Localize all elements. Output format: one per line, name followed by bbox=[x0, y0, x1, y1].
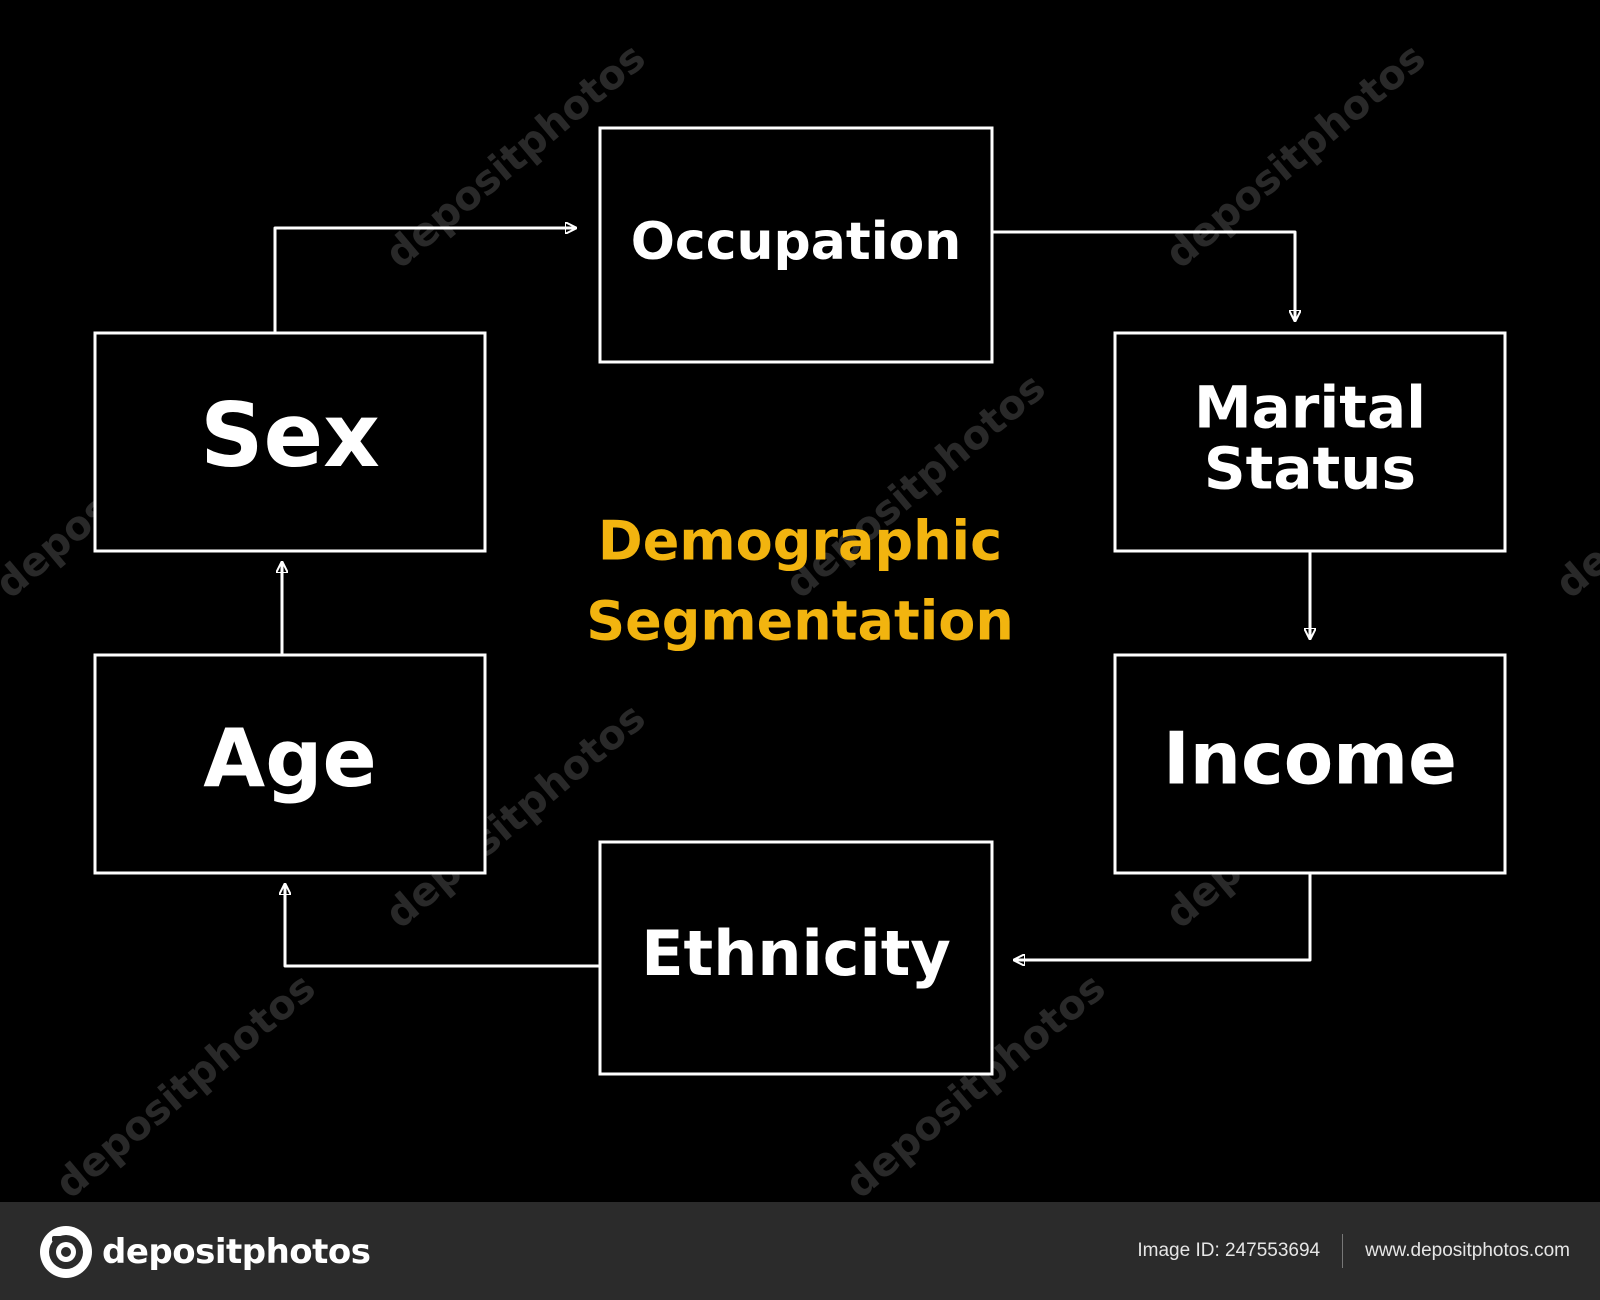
node-label-income: Income bbox=[1163, 717, 1457, 801]
node-box-sex bbox=[93, 331, 487, 553]
node-box-income bbox=[1113, 653, 1507, 875]
edge-sex-to-occupation bbox=[273, 228, 575, 333]
footer-logo[interactable]: depositphotos bbox=[38, 1222, 371, 1282]
watermark-text: depositphotos bbox=[1547, 364, 1600, 607]
node-label-age: Age bbox=[203, 712, 376, 805]
footer-bar: depositphotos Image ID: 247553694 www.de… bbox=[0, 1202, 1600, 1300]
node-sex: Sex bbox=[93, 331, 487, 553]
node-label-marital-status: Marital bbox=[1194, 374, 1426, 442]
footer-logo-text: depositphotos bbox=[102, 1232, 371, 1272]
node-income: Income bbox=[1113, 653, 1507, 875]
footer-divider bbox=[1342, 1234, 1344, 1268]
footer-meta: Image ID: 247553694 www.depositphotos.co… bbox=[1137, 1202, 1570, 1300]
edge-ethnicity-to-age bbox=[285, 885, 600, 968]
footer-url-link[interactable]: www.depositphotos.com bbox=[1365, 1240, 1570, 1261]
camera-logo-icon bbox=[40, 1226, 92, 1278]
node-label-sex: Sex bbox=[200, 384, 380, 487]
node-occupation: Occupation bbox=[598, 126, 994, 364]
node-box-ethnicity bbox=[598, 840, 994, 1076]
node-label-marital-status: Status bbox=[1204, 435, 1416, 503]
node-box-occupation bbox=[598, 126, 994, 364]
edge-occupation-to-marital-status bbox=[992, 230, 1295, 320]
node-label-occupation: Occupation bbox=[631, 212, 962, 272]
node-age: Age bbox=[93, 653, 487, 875]
edges-layer bbox=[273, 228, 1312, 968]
node-box-age bbox=[93, 653, 487, 875]
center-title-line: Segmentation bbox=[586, 590, 1014, 653]
image-id-text: Image ID: 247553694 bbox=[1137, 1240, 1321, 1261]
node-box-marital-status bbox=[1113, 331, 1507, 553]
center-title-line: Demographic bbox=[598, 510, 1002, 573]
node-label-ethnicity: Ethnicity bbox=[641, 917, 951, 990]
node-ethnicity: Ethnicity bbox=[598, 840, 994, 1076]
watermark-text: depositphotos bbox=[47, 964, 324, 1202]
edge-income-to-ethnicity bbox=[1015, 873, 1312, 960]
